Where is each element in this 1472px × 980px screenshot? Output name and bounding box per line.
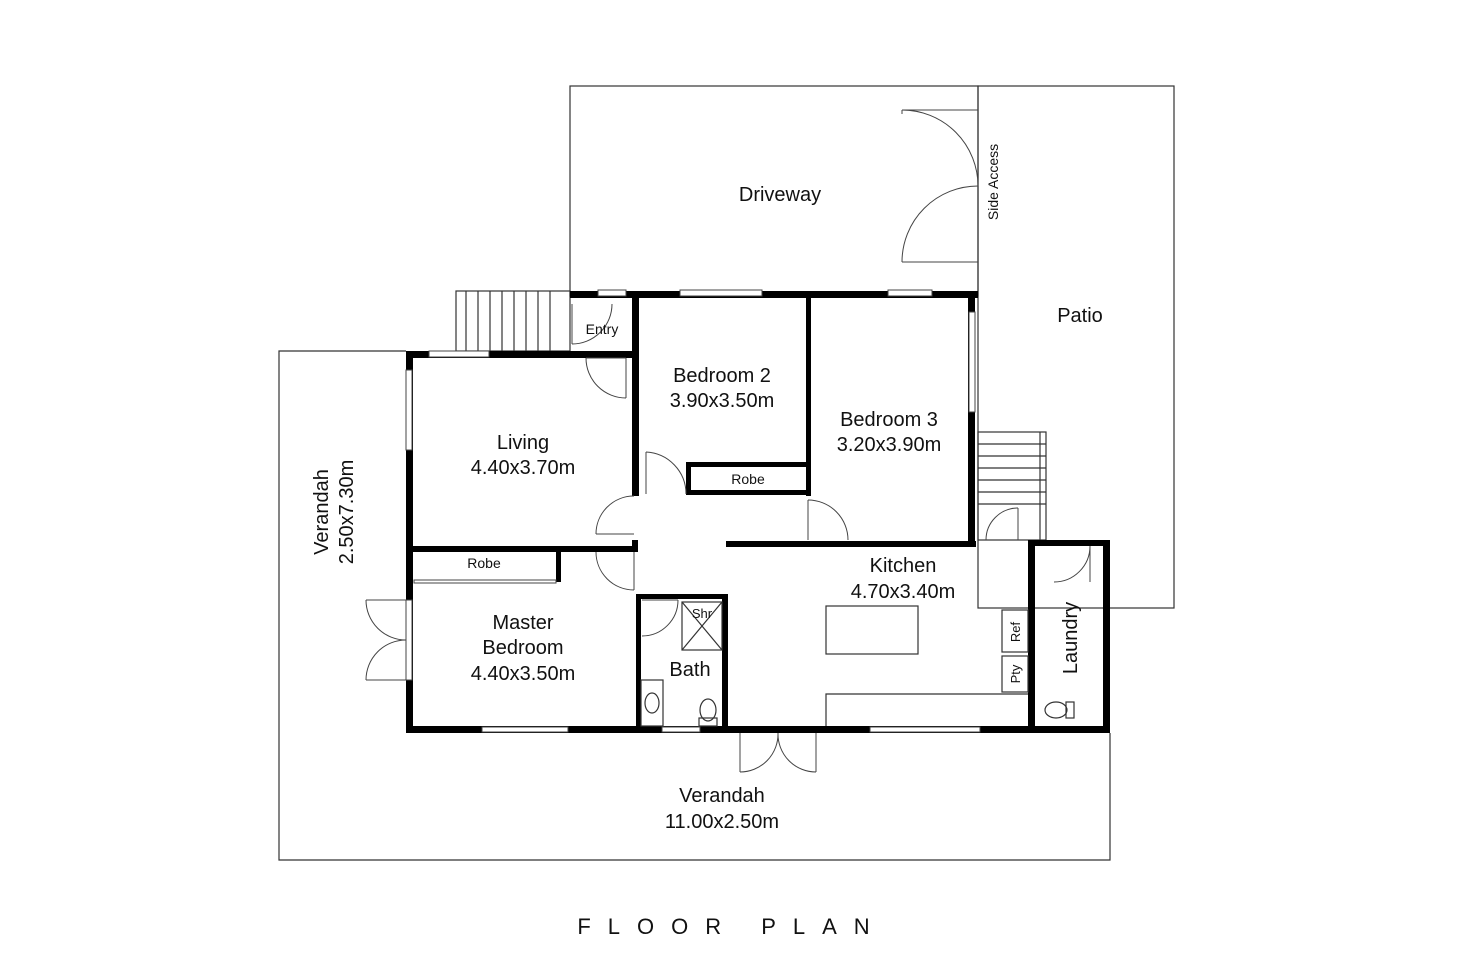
bedroom3-size: 3.20x3.90m	[837, 434, 942, 456]
robe-master-label: Robe	[467, 555, 501, 571]
plan-title: FLOOR PLAN	[577, 914, 886, 939]
kitchen-island	[825, 605, 919, 655]
verandah-side-label: Verandah	[311, 469, 333, 555]
patio-steps	[977, 431, 1047, 541]
side-access-gate	[901, 109, 979, 263]
kitchen-bench	[825, 693, 1028, 726]
pantry-box	[1001, 655, 1029, 693]
robe-bed2-label: Robe	[731, 471, 765, 487]
verandah-side-size: 2.50x7.30m	[336, 460, 358, 565]
pantry-label: Pty	[1008, 664, 1023, 683]
bedroom2-size: 3.90x3.50m	[670, 390, 775, 412]
shower-tray	[681, 601, 723, 651]
verandah-front-label: Verandah	[679, 785, 765, 807]
side-verandah-area	[278, 350, 1111, 861]
shower-label: Shr	[692, 606, 713, 621]
bedroom2-label: Bedroom 2	[673, 365, 771, 387]
doors	[365, 303, 1091, 773]
kitchen-label: Kitchen	[870, 555, 937, 577]
room-labels: Driveway Side Access Patio Entry Bedroom…	[311, 144, 1103, 833]
laundry-label: Laundry	[1060, 602, 1082, 674]
entry-label: Entry	[586, 321, 619, 337]
toilet-laundry	[1044, 701, 1068, 719]
bedroom3-label: Bedroom 3	[840, 409, 938, 431]
verandah-front-size: 11.00x2.50m	[665, 811, 779, 833]
fixtures	[640, 601, 1075, 727]
driveway-label: Driveway	[739, 184, 821, 206]
master-label-line1: Master	[492, 612, 553, 634]
master-size: 4.40x3.50m	[471, 663, 576, 685]
living-label: Living	[497, 432, 549, 454]
bath-label: Bath	[669, 659, 710, 681]
patio-label: Patio	[1057, 305, 1103, 327]
kitchen-size: 4.70x3.40m	[851, 581, 956, 603]
bath-vanity	[640, 679, 664, 727]
patio-area	[977, 85, 1175, 609]
walls	[406, 291, 1110, 733]
entry-steps	[455, 290, 571, 352]
fridge-label: Ref	[1008, 621, 1023, 642]
side-access-label: Side Access	[985, 144, 1001, 220]
living-size: 4.40x3.70m	[471, 457, 576, 479]
toilet-bath	[699, 698, 717, 722]
master-label-line2: Bedroom	[482, 637, 563, 659]
fridge-box	[1001, 609, 1029, 653]
